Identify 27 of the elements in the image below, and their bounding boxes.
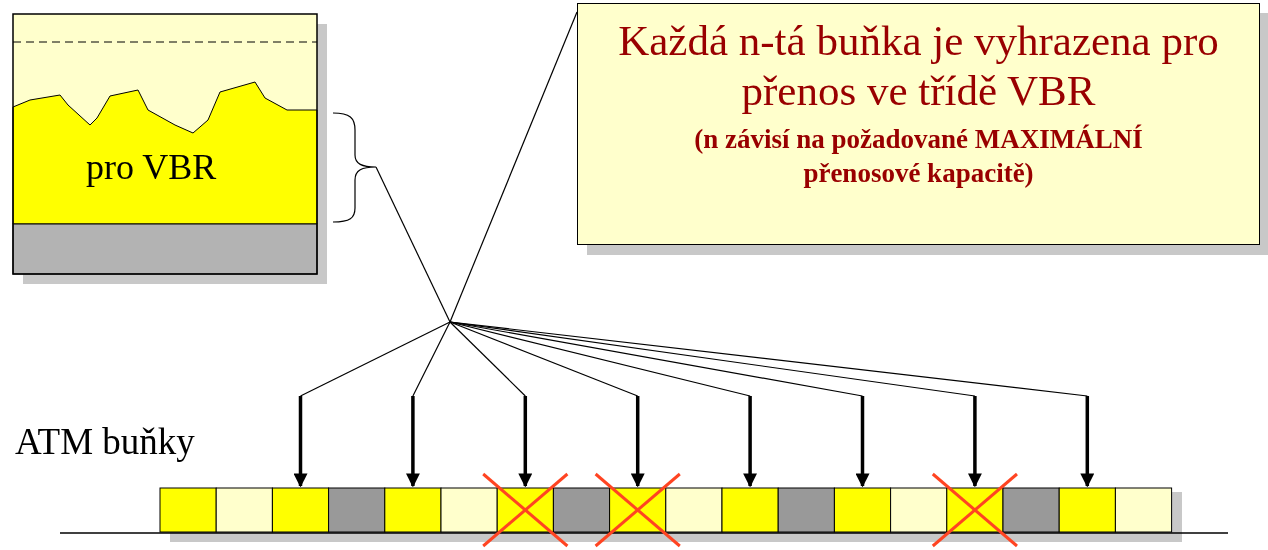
connector-line [449,11,578,323]
note-text: (n závisí na požadované MAXIMÁLNÍ přenosové kapacitě) [693,123,1144,190]
atm-cell [890,487,948,533]
heading-text: Každá n-tá buňka je vyhrazena pro přenos ve třídě VBR [618,16,1219,116]
atm-cell [440,487,498,533]
atm-cell [271,487,330,533]
arrow [293,321,451,488]
atm-cell [833,487,892,533]
capacity-chart [12,13,318,275]
chart-label: pro VBR [86,147,217,187]
arrow [405,321,451,488]
atm-cell [384,487,442,533]
row-label: ATM buňky [15,420,195,464]
atm-cell [777,487,835,533]
arrow [449,321,1095,488]
atm-cell [328,487,386,533]
atm-cell [159,487,217,533]
arrow [449,321,533,488]
connector-line [375,166,451,323]
atm-cell [215,487,273,533]
atm-cell [1002,487,1060,533]
atm-cell [1058,487,1116,533]
atm-cell [721,487,779,533]
arrow [449,321,645,488]
atm-cell [665,487,723,533]
atm-cell [552,487,611,533]
atm-cell [1114,487,1173,533]
